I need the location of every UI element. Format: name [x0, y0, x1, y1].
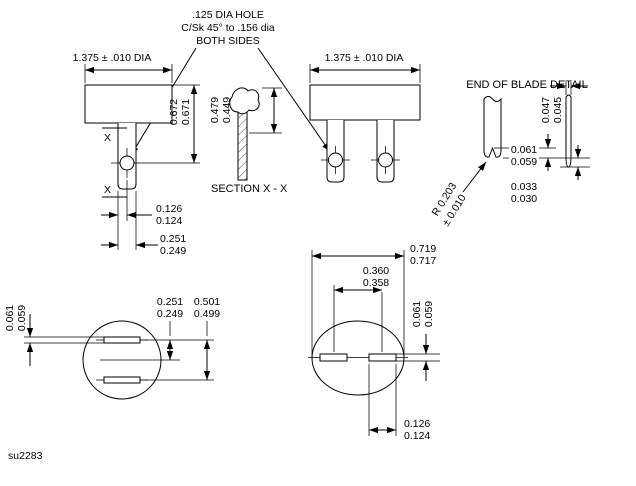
blade-slot-lower [103, 376, 141, 384]
center-offset-dim-min: 0.249 [157, 308, 183, 320]
section-mark-top: X [104, 132, 111, 144]
hole-callout: .125 DIA HOLE C/Sk 45° to .156 dia BOTH … [130, 9, 331, 156]
plug-body [309, 84, 421, 121]
slot-height-dim-max: 0.061 [4, 305, 16, 331]
center-offset-dim-max: 0.251 [157, 296, 183, 308]
blade-detail-title: END OF BLADE DETAIL [466, 79, 587, 91]
blade-hole [328, 152, 343, 168]
hole-callout-line2: C/Sk 45° to .156 dia [181, 22, 275, 34]
width-dim-min: 0.249 [160, 245, 186, 257]
notch-dim-min: 0.059 [511, 156, 537, 168]
section-view: 0.479 0.449 SECTION X - X [209, 87, 288, 195]
bottom-view-right: 0.719 0.717 0.360 0.358 0.061 0.059 0.12… [308, 243, 440, 442]
blade-slot-right [368, 353, 397, 362]
plug-body [84, 84, 173, 124]
side-view-dia-dim: 1.375 ± .010 DIA [325, 52, 404, 64]
leader-line [257, 47, 331, 153]
plug-base-ellipse [311, 320, 405, 396]
notch-dim-max: 0.061 [511, 144, 537, 156]
break-line-blob [229, 87, 260, 115]
drawing-number: su2283 [8, 450, 43, 462]
depth-dim-min: 0.449 [221, 97, 233, 123]
blade-cross-section [237, 109, 248, 181]
slot-spacing-dim-max: 0.501 [194, 296, 220, 308]
section-label: SECTION X - X [211, 183, 288, 195]
bottom-view-left: 0.061 0.059 0.251 0.249 0.501 0.499 [4, 296, 220, 400]
blade-tip-edge [565, 94, 572, 168]
slot-spacing-dim-max: 0.360 [363, 265, 389, 277]
width-dim-max: 0.251 [160, 233, 186, 245]
blade-tip-front [483, 96, 502, 158]
offset-dim-max: 0.126 [156, 203, 182, 215]
front-view-dia-dim: 1.375 ± .010 DIA [73, 52, 152, 64]
tip-dim-min: 0.030 [511, 193, 537, 205]
slot-width-dim-max: 0.126 [404, 418, 430, 430]
slot-spacing-dim-min: 0.358 [363, 277, 389, 289]
leader-line [462, 161, 487, 193]
section-mark-bottom: X [104, 184, 111, 196]
tip-dim-max: 0.033 [511, 181, 537, 193]
side-view: 1.375 ± .010 DIA [309, 52, 421, 183]
depth-dim-max: 0.479 [209, 97, 221, 123]
blade-hole [119, 155, 135, 171]
slot-height-dim-min: 0.059 [423, 301, 435, 327]
slot-width-dim-min: 0.124 [404, 430, 430, 442]
hole-callout-line3: BOTH SIDES [196, 35, 260, 47]
offset-dim-min: 0.124 [156, 215, 182, 227]
slot-height-dim-min: 0.059 [16, 305, 28, 331]
base-width-dim-max: 0.719 [410, 243, 436, 255]
blade-slot-left [319, 353, 348, 362]
front-view: 1.375 ± .010 DIA X X 0.672 0.671 0.126 0… [73, 52, 200, 257]
blade-detail: END OF BLADE DETAIL 0.047 0.045 0.061 0.… [430, 79, 590, 228]
hole-callout-line1: .125 DIA HOLE [192, 9, 264, 21]
base-width-dim-min: 0.717 [410, 255, 436, 267]
thickness-dim-min: 0.045 [552, 97, 564, 123]
slot-height-dim-max: 0.061 [411, 301, 423, 327]
height-dim-max: 0.672 [168, 99, 180, 125]
height-dim-min: 0.671 [180, 99, 192, 125]
blade-slot-upper [103, 336, 141, 344]
slot-spacing-dim-min: 0.499 [194, 308, 220, 320]
thickness-dim-max: 0.047 [540, 97, 552, 123]
blade-hole [378, 152, 393, 168]
